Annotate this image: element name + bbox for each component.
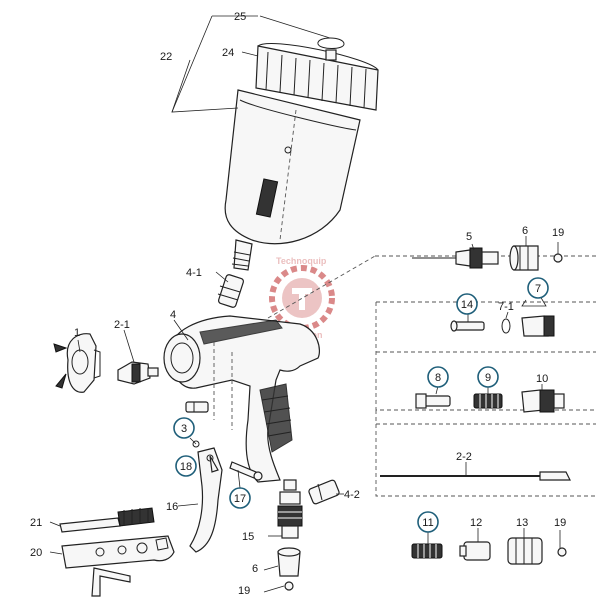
label-19-top: 19 (552, 227, 564, 239)
part-20-wrench (61, 535, 175, 569)
part-9-spring (473, 393, 503, 409)
hex-key (91, 567, 131, 597)
paint-cup (224, 37, 379, 271)
callout-ring-9 (477, 366, 499, 388)
leader-lines (49, 15, 561, 593)
label-13: 13 (516, 517, 528, 529)
label-1: 1 (74, 327, 80, 339)
label-25: 25 (234, 11, 246, 23)
part-labels: 25 22 24 4-1 4 1 2-1 3 18 17 16 21 20 15… (30, 11, 566, 597)
label-15: 15 (242, 531, 254, 543)
watermark-text-top: Technoquip (276, 256, 327, 266)
label-10: 10 (536, 373, 548, 385)
part-6-knob-bottom (277, 547, 301, 577)
callout-ring-18 (175, 455, 197, 477)
part-1-air-cap (53, 333, 101, 393)
part-19-screw-top (553, 253, 563, 263)
part-18-clip (192, 440, 200, 448)
part-7-valve (521, 315, 555, 337)
label-2-1: 2-1 (114, 319, 130, 331)
part-11-spring (411, 543, 443, 559)
label-2-2: 2-2 (456, 451, 472, 463)
label-3: 3 (181, 423, 187, 435)
part-4-2-air-inlet (308, 479, 340, 505)
label-9: 9 (485, 372, 491, 384)
label-8: 8 (435, 372, 441, 384)
callout-ring-17 (229, 487, 251, 509)
label-17: 17 (234, 493, 246, 505)
label-4-1: 4-1 (186, 267, 202, 279)
part-3-fitting (185, 401, 209, 413)
part-19-screw-right (557, 547, 567, 557)
callout-ring-8 (427, 366, 449, 388)
part-17-pin (229, 461, 263, 481)
label-24: 24 (222, 47, 234, 59)
part-16-trigger (189, 447, 223, 553)
label-18: 18 (180, 461, 192, 473)
callout-ring-14 (456, 293, 478, 315)
part-12-bushing (459, 541, 491, 561)
part-13-knob (507, 537, 543, 565)
part-21-brush (59, 507, 155, 533)
label-11: 11 (422, 517, 433, 529)
part-15-air-valve (277, 479, 303, 539)
label-19-right: 19 (554, 517, 566, 529)
callout-ring-7 (527, 277, 549, 299)
part-7-1-seal (501, 318, 511, 334)
label-4-2: 4-2 (344, 489, 360, 501)
part-4-1 (217, 274, 245, 308)
callout-ring-11 (417, 511, 439, 533)
label-20: 20 (30, 547, 42, 559)
label-21: 21 (30, 517, 42, 529)
part-6-knob-top (509, 245, 539, 271)
label-7-1: 7-1 (498, 301, 514, 313)
part-2-2-needle (380, 471, 571, 481)
label-4: 4 (170, 309, 176, 321)
label-5: 5 (466, 231, 472, 243)
spray-gun-body (163, 315, 321, 483)
label-14: 14 (461, 299, 473, 311)
label-7: 7 (535, 283, 541, 295)
part-10-adjuster (521, 389, 565, 413)
part-14-pin (450, 320, 485, 332)
part-8-spindle (415, 393, 451, 409)
part-19-screw-bottom (284, 581, 294, 591)
label-6-top: 6 (522, 225, 528, 237)
label-19-bottom: 19 (238, 585, 250, 597)
label-16: 16 (166, 501, 178, 513)
part-5-fluid-needle-assembly (412, 247, 499, 269)
label-12: 12 (470, 517, 482, 529)
label-22: 22 (160, 51, 172, 63)
callout-ring-3 (173, 417, 195, 439)
label-6-bottom: 6 (252, 563, 258, 575)
part-2-1-nozzle (117, 361, 159, 385)
